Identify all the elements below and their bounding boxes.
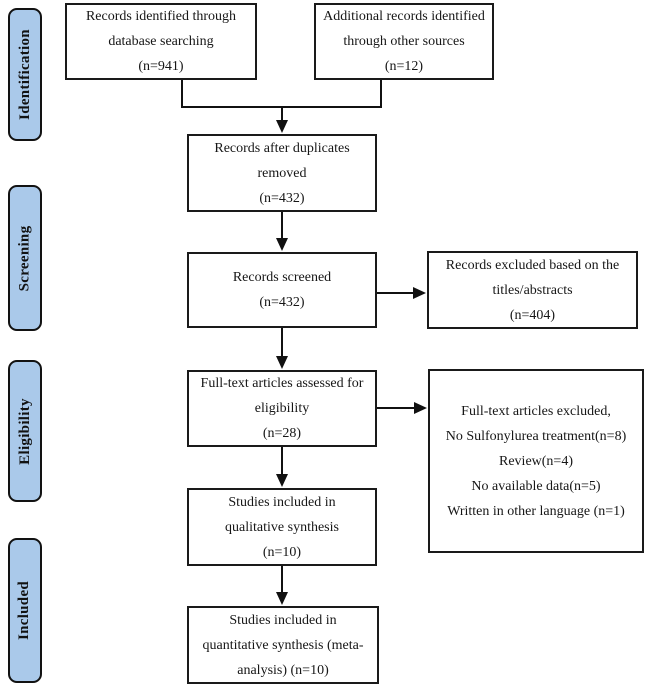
arrow-eligibility-to-qualitative [276, 447, 288, 487]
box-line: (n=28) [262, 426, 302, 441]
box-fulltext-assessed: Full-text articles assessed for eligibil… [187, 370, 377, 447]
stage-label-text: Included [16, 580, 33, 641]
arrow-dup-to-screen [276, 212, 288, 251]
box-line: (n=432) [259, 190, 305, 206]
box-line: Studies included in [228, 494, 336, 510]
box-quantitative-synthesis: Studies included in quantitative synthes… [187, 606, 379, 684]
box-line: Records after duplicates [214, 140, 350, 156]
stage-label-text: Identification [16, 29, 33, 120]
stage-label-eligibility: Eligibility [8, 360, 42, 502]
box-line: (n=10) [262, 544, 302, 560]
box-additional-records: Additional records identified through ot… [314, 3, 494, 80]
box-fulltext-excluded: Full-text articles excluded, No Sulfonyl… [428, 369, 644, 553]
box-line: removed [257, 165, 307, 181]
box-line: titles/abstracts [492, 282, 573, 298]
stage-label-text: Eligibility [16, 397, 33, 465]
stage-label-text: Screening [16, 225, 33, 291]
box-line: Written in other language (n=1) [447, 503, 625, 519]
arrow-screen-to-excluded [377, 287, 426, 299]
merge-connector [181, 80, 382, 133]
box-records-database-searching: Records identified through database sear… [65, 3, 257, 80]
box-line: (n=404) [509, 307, 556, 323]
box-line: (n=941) [138, 59, 184, 74]
stage-label-identification: Identification [8, 8, 42, 141]
box-line: database searching [108, 34, 214, 49]
box-line: Records screened [232, 270, 332, 285]
box-line: Full-text articles assessed for [200, 376, 364, 391]
box-line: through other sources [343, 34, 465, 49]
box-line: Records excluded based on the [445, 257, 620, 273]
box-line: No Sulfonylurea treatment(n=8) [445, 428, 627, 444]
box-line: qualitative synthesis [225, 519, 339, 535]
arrow-screen-to-eligibility [276, 328, 288, 369]
box-qualitative-synthesis: Studies included in qualitative synthesi… [187, 488, 377, 566]
box-line: quantitative synthesis (meta- [202, 637, 364, 653]
box-records-excluded: Records excluded based on the titles/abs… [427, 251, 638, 329]
box-line: Studies included in [229, 612, 337, 628]
arrow-qualitative-to-quantitative [276, 566, 288, 605]
box-line: (n=12) [384, 59, 424, 74]
stage-label-included: Included [8, 538, 42, 683]
box-line: (n=432) [259, 295, 305, 310]
box-duplicates-removed: Records after duplicates removed (n=432) [187, 134, 377, 212]
stage-label-screening: Screening [8, 185, 42, 331]
box-line: analysis) (n=10) [237, 662, 329, 678]
box-line: Records identified through [85, 9, 237, 24]
box-line: No available data(n=5) [471, 478, 601, 494]
box-line: Full-text articles excluded, [461, 403, 611, 419]
arrow-eligibility-to-excluded [377, 402, 427, 414]
box-records-screened: Records screened (n=432) [187, 252, 377, 328]
box-line: Review(n=4) [499, 453, 573, 469]
box-line: Additional records identified [323, 9, 485, 24]
box-line: eligibility [254, 401, 310, 416]
